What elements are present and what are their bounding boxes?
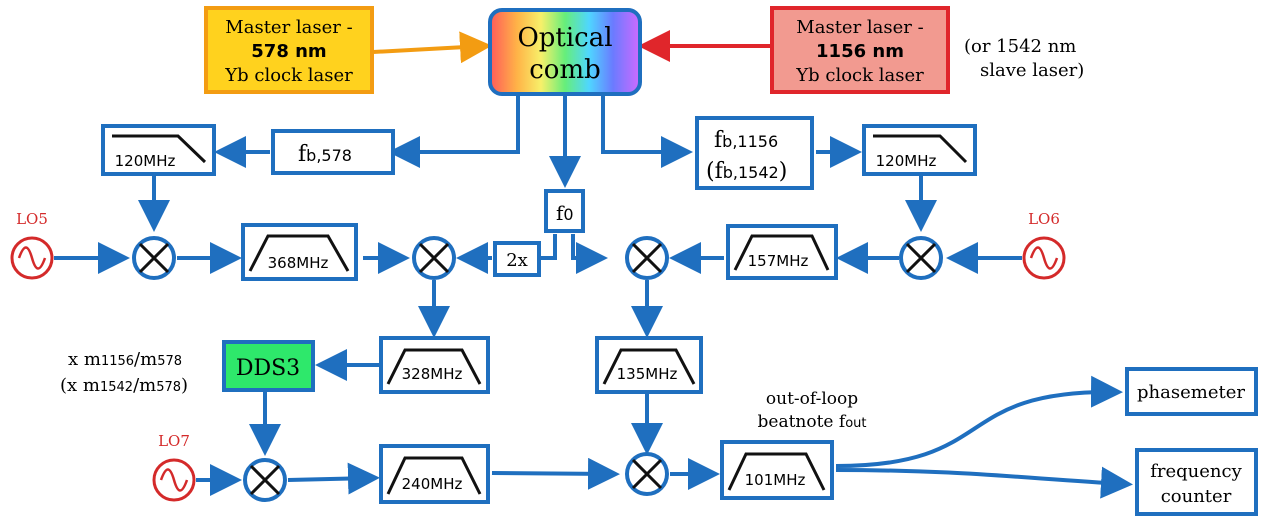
lp-right-label: 120MHz [876,152,937,170]
lowpass-filter-right: 120MHz [862,124,977,176]
counter-line2: counter [1161,486,1232,507]
optical-comb-box: Optical comb [488,8,642,96]
arrow-f0-to-mixer3 [571,234,608,274]
bandpass-icon [727,452,826,491]
laser-1156-line2: 1156 nm [816,41,904,62]
bandpass-filter-328: 328MHz [379,336,490,394]
fb578-box: fb,578 [271,129,395,175]
beatnote-line2: beatnote fout [758,412,867,432]
frequency-counter-box: frequency counter [1135,448,1258,516]
mixer-6-icon [625,452,669,496]
bandpass-icon [248,234,350,272]
bandpass-filter-157: 157MHz [726,224,838,280]
f0-box: f0 [544,189,585,233]
bp101-label: 101MHz [745,471,806,489]
dds3-label: DDS3 [236,356,300,381]
doubler-label: 2x [506,250,528,271]
master-laser-578-box: Master laser - 578 nm Yb clock laser [204,6,374,94]
arrow-comb-to-fb578 [388,96,520,168]
lo5-oscillator: LO5 [10,210,54,280]
mixer-icons [132,236,943,502]
dds-ratio-line1: x m1156/m578 [68,349,182,370]
fb1156-label: fb,1156 [714,128,778,153]
bp157-label: 157MHz [748,252,809,270]
wire-f0-to-2x [541,234,557,260]
phasemeter-box: phasemeter [1125,367,1258,416]
arrow-mixer5-to-bp240 [287,462,380,495]
lo7-oscillator: LO7 [152,432,196,502]
mixer-3-icon [625,236,669,280]
lowpass-filter-left: 120MHz [101,124,216,176]
connection-lines [54,30,1133,499]
mixer-5-icon [243,458,287,502]
bp368-label: 368MHz [268,254,329,272]
laser-578-line3: Yb clock laser [224,65,353,86]
beatnote-line1: out-of-loop [766,389,858,409]
fb578-label: fb,578 [298,142,352,167]
fb1542-label: (fb,1542) [706,159,787,184]
bandpass-filter-101: 101MHz [720,440,834,500]
lowpass-icon [873,134,968,164]
laser-1156-line3: Yb clock laser [795,65,924,86]
doubler-box: 2x [493,241,541,277]
laser-1156-line1: Master laser - [796,17,923,38]
bandpass-icon [602,348,696,385]
mixer-1-icon [132,236,176,280]
arrow-comb-to-fb1156 [601,96,693,168]
mixer-2-icon [412,236,456,280]
lp-left-label: 120MHz [115,152,176,170]
master-laser-1156-box: Master laser - 1156 nm Yb clock laser [770,6,950,94]
phasemeter-label: phasemeter [1137,382,1245,403]
lowpass-icon [112,134,207,164]
counter-line1: frequency [1150,461,1242,482]
bandpass-filter-368: 368MHz [241,223,358,281]
lo6-label: LO6 [1028,210,1060,228]
bandpass-filter-135: 135MHz [595,336,703,394]
dds3-box: DDS3 [222,340,315,392]
bandpass-icon [733,234,830,271]
bp328-label: 328MHz [402,365,463,383]
bp240-label: 240MHz [402,475,463,493]
laser-578-line1: Master laser - [225,17,352,38]
fb1156-box: fb,1156 (fb,1542) [695,116,814,190]
arrow-578-to-comb [372,31,492,64]
lo6-oscillator: LO6 [1022,210,1066,280]
laser-578-line2: 578 nm [251,41,326,62]
bp135-label: 135MHz [617,365,678,383]
mixer-4-icon [899,236,943,280]
arrow-to-counter [835,466,1133,499]
lo5-label: LO5 [16,210,48,228]
f0-label: f0 [556,201,574,225]
laser-1156-note-line2: slave laser) [980,60,1084,81]
dds-ratio-line2: (x m1542/m578) [60,375,188,396]
lo7-label: LO7 [158,432,190,450]
laser-1156-note-line1: (or 1542 nm [964,36,1076,57]
bandpass-filter-240: 240MHz [379,444,490,504]
comb-line1: Optical [517,23,612,53]
arrow-bp240-to-mixer6 [491,457,620,490]
arrow-to-phasemeter [835,375,1123,468]
comb-line2: comb [529,55,601,85]
bandpass-icon [386,456,482,495]
bandpass-icon [386,348,482,385]
